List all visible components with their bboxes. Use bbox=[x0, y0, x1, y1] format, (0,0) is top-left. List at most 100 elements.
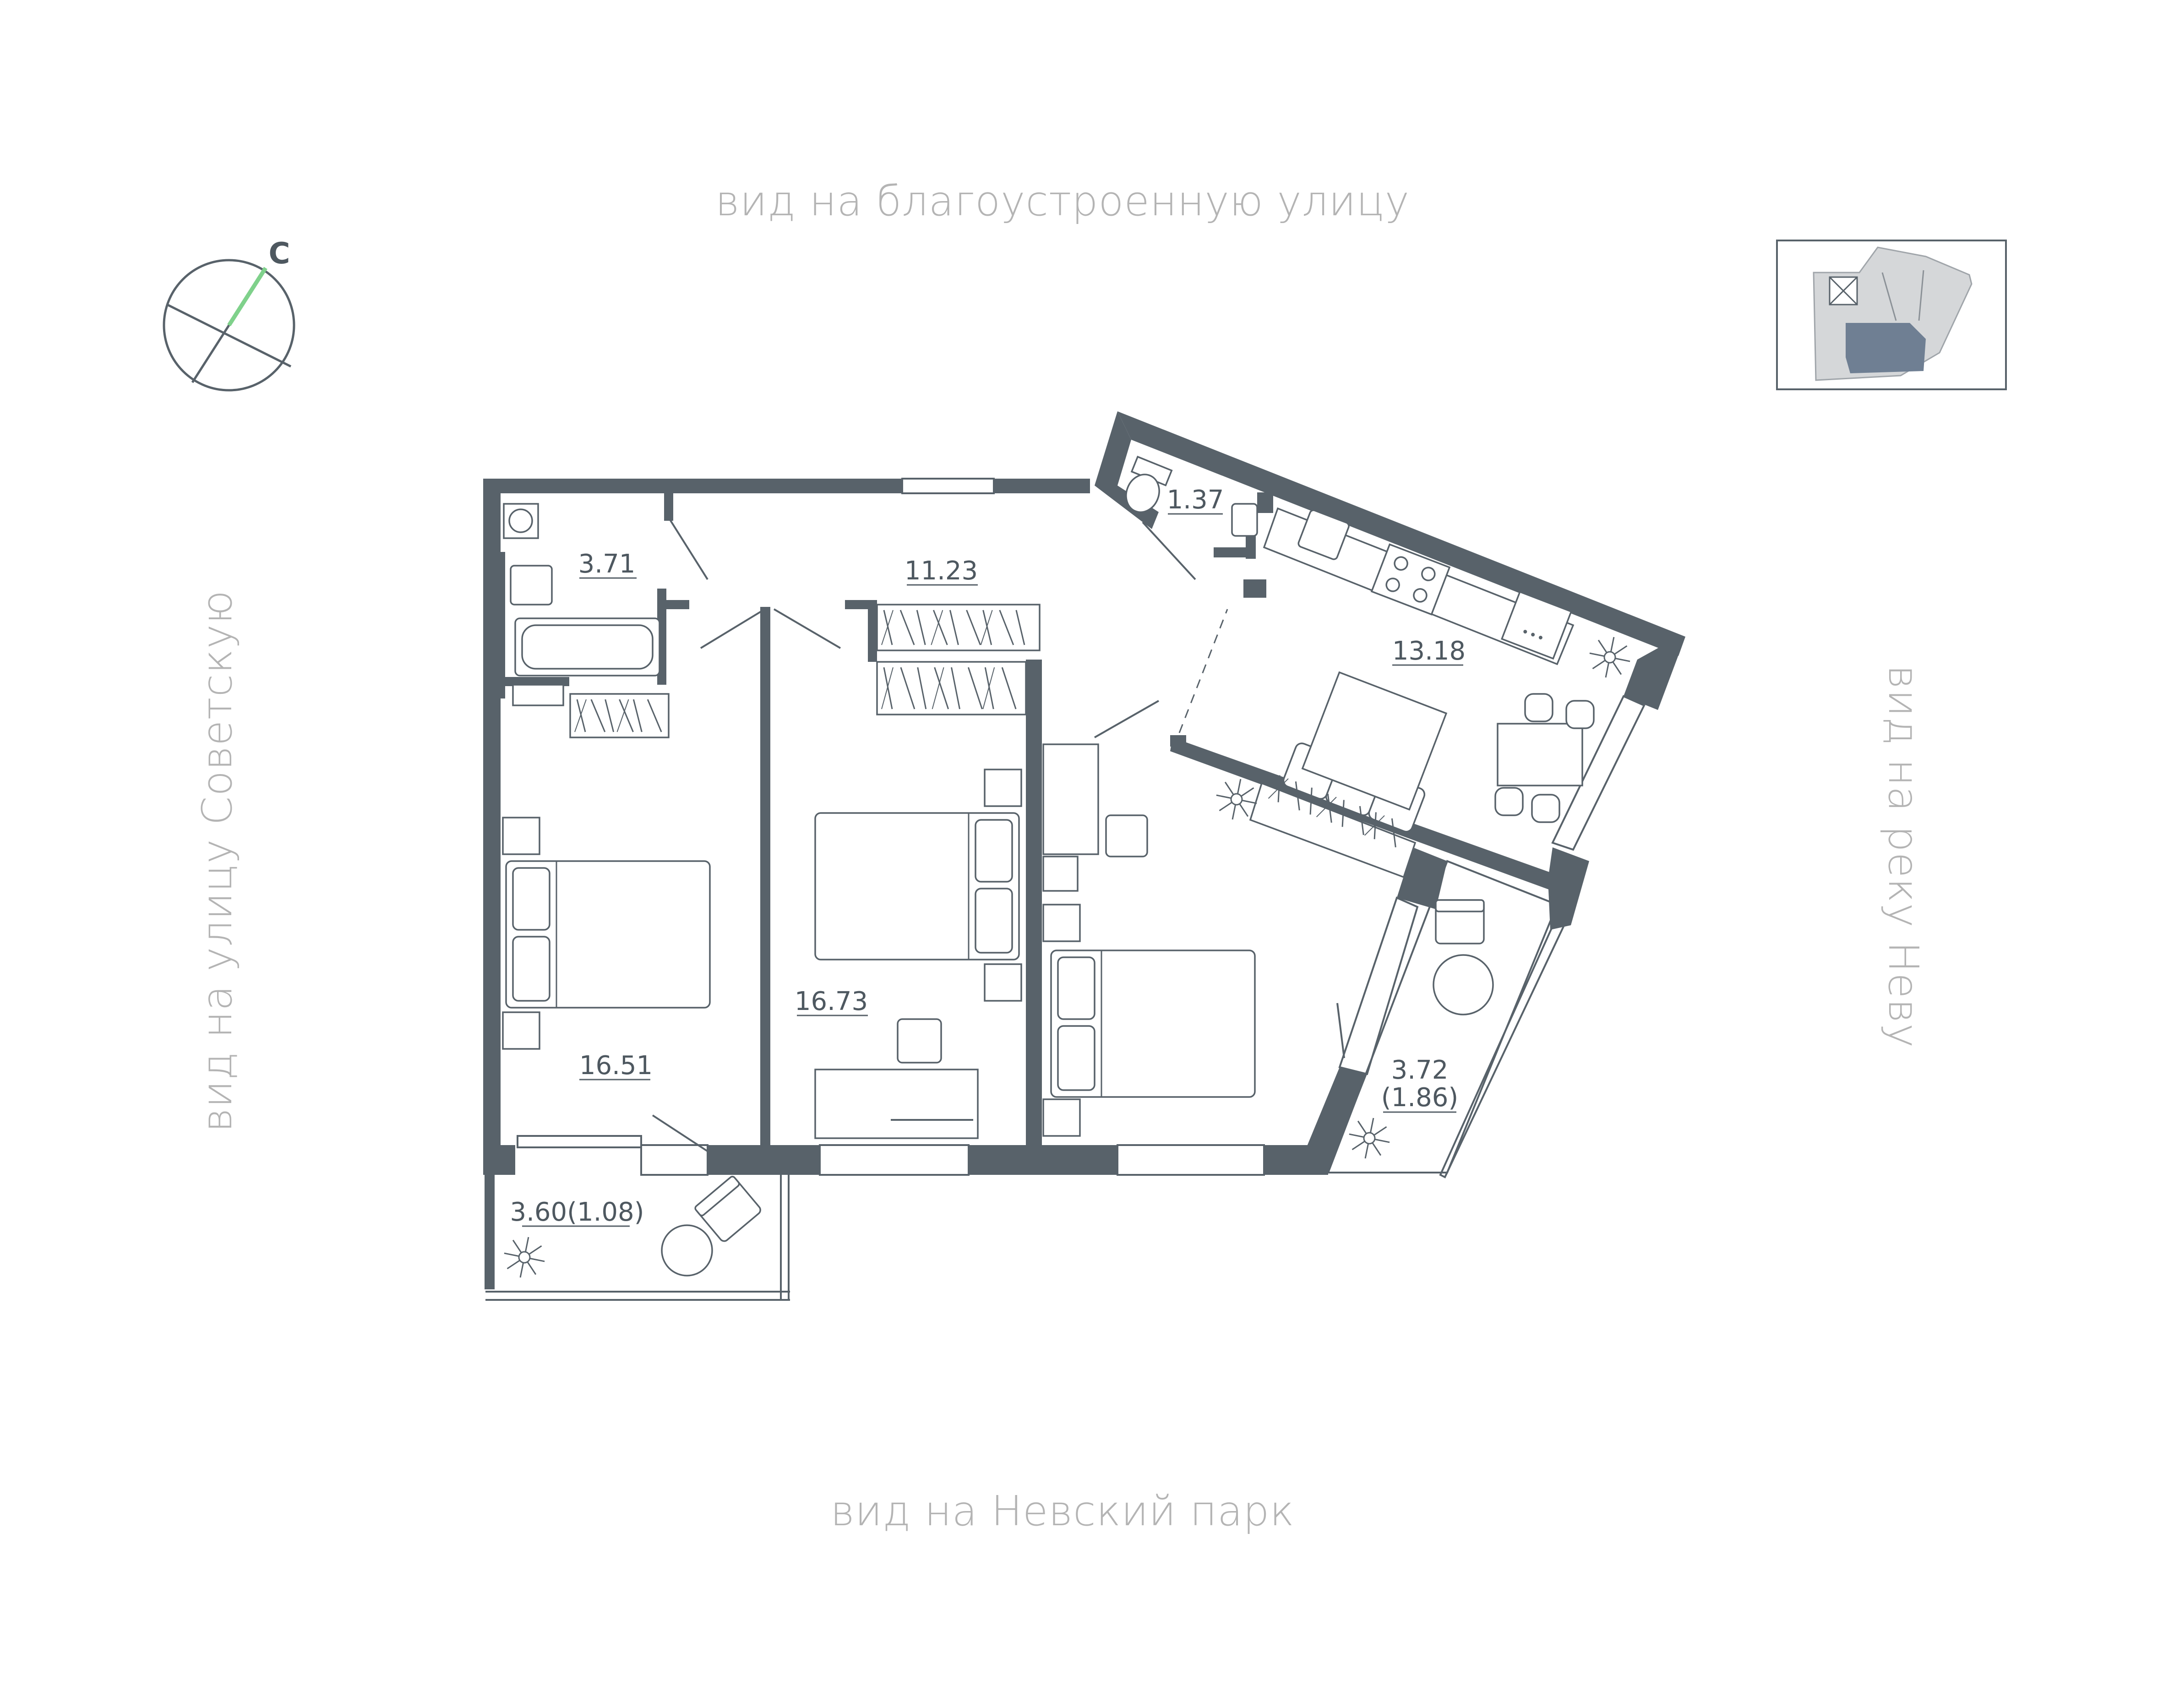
door-left-bedroom-balcony bbox=[652, 1114, 713, 1155]
washing-machine-drum-icon bbox=[508, 508, 533, 533]
key-plan-line-2 bbox=[1918, 270, 1924, 321]
door-right-balcony bbox=[1336, 1003, 1345, 1059]
hatch-line bbox=[619, 699, 634, 732]
window-bottom-left2 bbox=[640, 1144, 708, 1176]
bed-left-pillow-1 bbox=[512, 867, 550, 931]
wall-bath-top-stub bbox=[657, 600, 689, 609]
compass-line-a bbox=[166, 303, 292, 368]
compass: С bbox=[163, 237, 295, 392]
hatch-line bbox=[1316, 797, 1337, 818]
hatch-line bbox=[632, 699, 643, 732]
plant-icon bbox=[1349, 1118, 1390, 1159]
plant-pot bbox=[1230, 793, 1243, 806]
window-kitchen-right bbox=[1551, 695, 1646, 851]
hatch-line bbox=[1001, 667, 1017, 709]
plant-icon bbox=[1589, 637, 1630, 678]
kitchen-oven-icon bbox=[1501, 590, 1572, 660]
key-plan-line-1 bbox=[1881, 272, 1897, 321]
hatch-line bbox=[1268, 778, 1289, 799]
area-kitchen-living: 13.18 bbox=[1392, 636, 1466, 666]
hatch-line bbox=[980, 610, 993, 645]
wall-partition-left bbox=[760, 607, 770, 1147]
door-wc bbox=[1142, 521, 1196, 580]
door-right-bedroom bbox=[1094, 700, 1159, 738]
chair-middle bbox=[897, 1018, 942, 1064]
hatch-line bbox=[949, 610, 959, 645]
balcony-left bbox=[485, 1175, 790, 1301]
wardrobe-hatch-1 bbox=[881, 610, 1025, 645]
dining-chair-3 bbox=[1494, 787, 1524, 816]
balcony-right-rail bbox=[1439, 915, 1568, 1179]
compass-line-b-south bbox=[191, 324, 230, 383]
dining-chair-2 bbox=[1565, 700, 1595, 729]
shelf-right bbox=[1042, 856, 1079, 892]
wc-fixtures bbox=[1125, 455, 1258, 537]
area-labels: 3.71 1.37 11.23 13.18 16.51 16.73 3.72 (… bbox=[510, 485, 1466, 1227]
dining-chair-1 bbox=[1524, 693, 1553, 722]
hatch-line bbox=[916, 610, 926, 645]
compass-letter: С bbox=[269, 237, 290, 271]
bed-middle-pillow-2 bbox=[975, 888, 1013, 954]
view-left-label: вид на улицу Советскую bbox=[193, 590, 241, 1132]
wall-wc-block bbox=[1095, 411, 1159, 529]
hatch-line bbox=[590, 699, 606, 732]
bedroom-right-furniture bbox=[1042, 743, 1256, 1137]
windows bbox=[517, 478, 1646, 1176]
wall-partition-middle bbox=[1026, 660, 1042, 1147]
kitchen-hob-icon bbox=[1370, 543, 1451, 616]
hatch-line bbox=[1277, 775, 1281, 802]
wall-wc-inner4 bbox=[1257, 492, 1273, 513]
key-plan bbox=[1776, 240, 2007, 390]
hatch-line bbox=[900, 667, 916, 709]
wall-bottom-mid2 bbox=[969, 1145, 1117, 1175]
wall-right-upper bbox=[1624, 637, 1685, 710]
bathroom-fixtures bbox=[503, 503, 670, 738]
hatch-line bbox=[951, 667, 960, 709]
door-bath bbox=[668, 517, 708, 580]
plant-pot bbox=[1363, 1132, 1376, 1145]
hatch-line bbox=[1295, 781, 1300, 811]
area-balcony-right-coef: (1.86) bbox=[1381, 1083, 1458, 1113]
compass-circle bbox=[163, 259, 295, 392]
kitchen-sink bbox=[1297, 509, 1350, 560]
wall-top-right bbox=[994, 479, 1090, 493]
plant-icon bbox=[1216, 779, 1257, 820]
wardrobe-hatch-2 bbox=[881, 667, 1017, 709]
window-bottom-left bbox=[517, 1135, 642, 1148]
bedroom-middle-furniture bbox=[814, 769, 1022, 1139]
plant-pot bbox=[518, 1251, 531, 1264]
key-plan-apartment-highlight bbox=[1846, 323, 1926, 373]
wall-bottom-mid1 bbox=[708, 1145, 820, 1175]
plants bbox=[504, 637, 1630, 1278]
bed-middle-pillow-1 bbox=[975, 819, 1013, 883]
hatch-line bbox=[576, 699, 586, 732]
towel-rail bbox=[512, 684, 564, 706]
wall-right-lower bbox=[1548, 847, 1589, 930]
bed-right-pillow-1 bbox=[1057, 956, 1095, 1020]
hatch-line bbox=[1364, 815, 1385, 836]
hatch-line bbox=[899, 610, 915, 645]
area-balcony-left: 3.60(1.08) bbox=[510, 1197, 644, 1227]
nightstand-left-1 bbox=[502, 817, 540, 855]
balcony-left-wall bbox=[485, 1175, 495, 1289]
hatch-line bbox=[881, 610, 894, 645]
area-hall: 11.23 bbox=[905, 556, 978, 586]
hatch-line bbox=[1359, 806, 1364, 835]
rug bbox=[1301, 671, 1448, 811]
window-bottom-middle bbox=[819, 1144, 970, 1176]
hatch-line bbox=[982, 667, 995, 709]
wc-sink bbox=[1231, 503, 1258, 537]
hatch-line bbox=[574, 699, 587, 732]
key-plan-core-x2 bbox=[1829, 276, 1858, 306]
wall-top-left bbox=[483, 479, 902, 493]
nightstand-right-2 bbox=[1042, 1098, 1081, 1137]
wall-bath-left-stub bbox=[501, 552, 505, 698]
hatch-line bbox=[647, 699, 662, 732]
view-right-label: вид на реку Неву bbox=[1879, 665, 1927, 1048]
balcony-right-table bbox=[1433, 954, 1494, 1015]
area-bedroom-left: 16.51 bbox=[579, 1051, 653, 1080]
doors bbox=[652, 517, 1345, 1155]
hatch-line bbox=[1327, 793, 1332, 823]
wall-diagonal-top bbox=[1117, 411, 1685, 656]
